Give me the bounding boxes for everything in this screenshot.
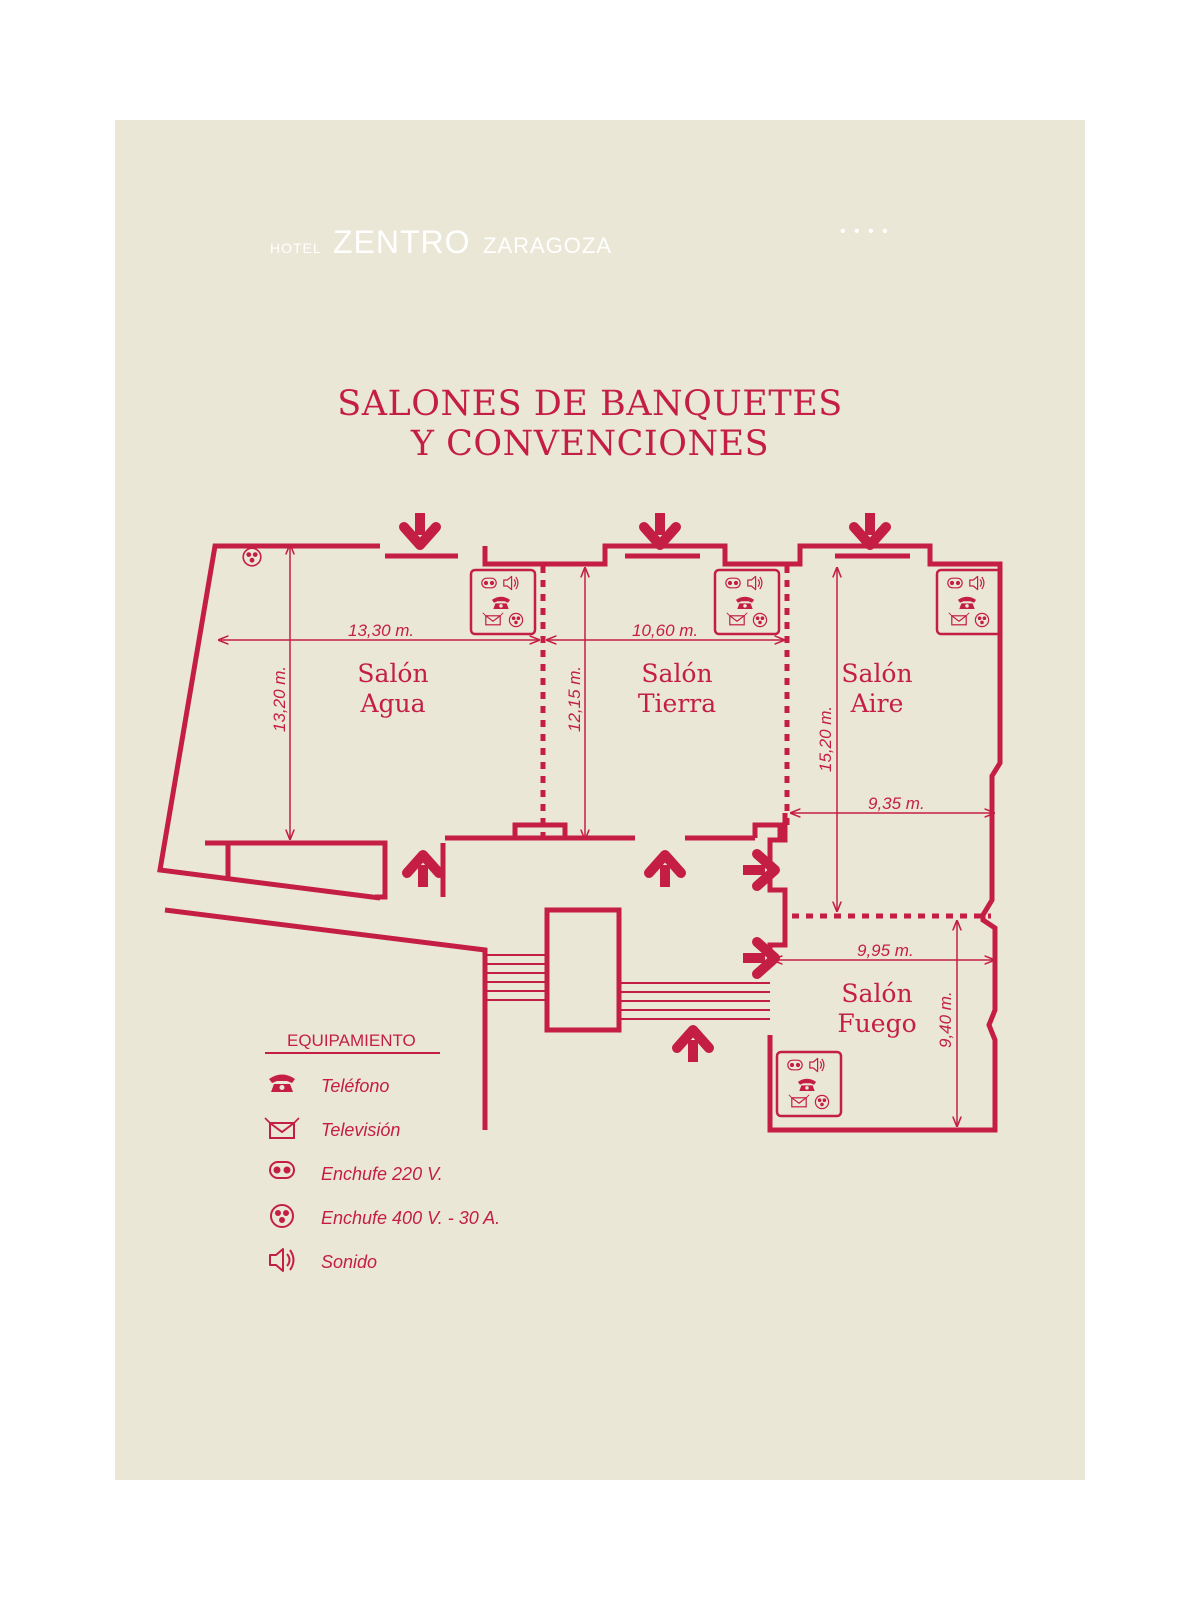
partition-walls	[540, 566, 991, 919]
legend-heading: EQUIPAMIENTO	[287, 1031, 416, 1050]
television-icon	[264, 1117, 300, 1139]
arrow-up-tierra	[649, 855, 681, 887]
equipment-box-aire	[937, 570, 1001, 634]
dim-tierra-depth: 12,15 m.	[565, 666, 584, 732]
socket-400-icon	[270, 1204, 294, 1228]
room-agua: Salón Agua	[357, 659, 428, 718]
room-tierra-line1: Salón	[641, 659, 712, 688]
building-walls	[157, 543, 1003, 1133]
legend-label-socket-220: Enchufe 220 V.	[321, 1164, 443, 1184]
room-fuego-line1: Salón	[841, 979, 912, 1008]
room-fuego-line2: Fuego	[837, 1009, 916, 1038]
telephone-icon	[269, 1074, 295, 1092]
brand-hotel-text: HOTEL	[270, 240, 322, 256]
equipment-box-agua	[471, 570, 535, 634]
dimension-lines	[218, 544, 995, 1127]
legend-label-socket-400: Enchufe 400 V. - 30 A.	[321, 1208, 500, 1228]
dim-fuego-width: 9,95 m.	[857, 941, 914, 960]
arrow-down-aire	[854, 513, 886, 545]
brand-city-text: ZARAGOZA	[483, 233, 612, 258]
floor-plan-card: HOTEL ZENTRO ZARAGOZA • • • • SALONES DE…	[115, 120, 1085, 1480]
dim-agua-depth: 13,20 m.	[270, 666, 289, 732]
star-rating: • • • •	[840, 223, 890, 240]
legend-item-speaker: Sonido	[269, 1248, 377, 1272]
floor-plan: HOTEL ZENTRO ZARAGOZA • • • • SALONES DE…	[157, 223, 1003, 1272]
arrow-up-stairs	[677, 1030, 709, 1062]
dim-aire-width: 9,35 m.	[868, 794, 925, 813]
room-tierra: Salón Tierra	[638, 659, 716, 718]
equipment-legend: EQUIPAMIENTO Teléfono Televisión Enchufe…	[264, 1031, 500, 1272]
dim-tierra-width: 10,60 m.	[632, 621, 698, 640]
legend-item-television: Televisión	[264, 1117, 400, 1140]
entrance-arrows	[404, 513, 886, 1062]
room-fuego: Salón Fuego	[837, 979, 916, 1038]
legend-item-socket-220: Enchufe 220 V.	[269, 1161, 443, 1184]
legend-item-socket-400: Enchufe 400 V. - 30 A.	[270, 1204, 500, 1228]
legend-label-telephone: Teléfono	[321, 1076, 389, 1096]
room-agua-line2: Agua	[359, 689, 425, 718]
speaker-icon	[269, 1248, 295, 1272]
brand-logo: HOTEL ZENTRO ZARAGOZA	[270, 224, 612, 260]
room-aire: Salón Aire	[841, 659, 912, 718]
arrow-up-agua	[407, 855, 439, 887]
room-aire-line1: Salón	[841, 659, 912, 688]
stairs	[485, 954, 770, 1020]
dim-fuego-depth: 9,40 m.	[936, 991, 955, 1048]
brand-name-text: ZENTRO	[333, 224, 471, 260]
socket-400-marker	[242, 547, 262, 567]
room-agua-line1: Salón	[357, 659, 428, 688]
dim-aire-depth: 15,20 m.	[816, 706, 835, 772]
socket-220-icon	[269, 1161, 295, 1179]
legend-item-telephone: Teléfono	[269, 1074, 389, 1096]
page-title-line1: SALONES DE BANQUETES	[337, 384, 842, 424]
arrow-down-agua	[404, 513, 436, 545]
room-tierra-line2: Tierra	[638, 689, 716, 718]
equipment-box-fuego	[777, 1052, 841, 1116]
arrow-down-tierra	[644, 513, 676, 545]
legend-label-speaker: Sonido	[321, 1252, 377, 1272]
equipment-box-tierra	[715, 570, 779, 634]
dim-agua-width: 13,30 m.	[348, 621, 414, 640]
legend-label-television: Televisión	[321, 1120, 400, 1140]
room-aire-line2: Aire	[850, 689, 904, 718]
page-title-line2: Y CONVENCIONES	[410, 424, 769, 464]
